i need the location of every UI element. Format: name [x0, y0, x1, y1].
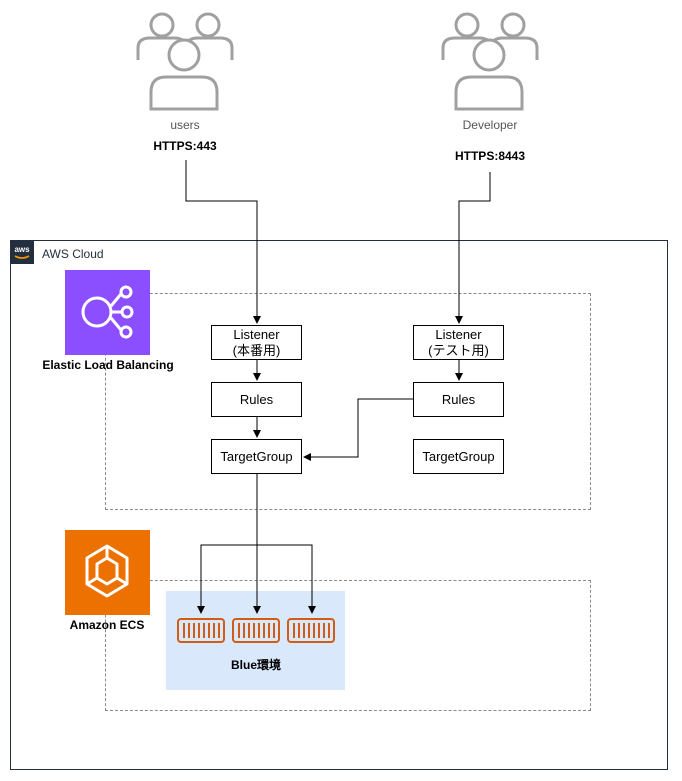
svg-text:aws: aws: [14, 245, 30, 254]
container-icon: [232, 618, 280, 643]
developer-protocol: HTTPS:8443: [454, 149, 526, 163]
container-icon: [287, 618, 335, 643]
developer-group-icon: [441, 12, 539, 111]
aws-cloud-title: AWS Cloud: [42, 247, 104, 261]
target-group-green: TargetGroup: [413, 439, 504, 474]
amazon-ecs-icon: [65, 530, 150, 615]
container-icon: [177, 618, 225, 643]
rules-production: Rules: [211, 382, 302, 417]
ecs-label: Amazon ECS: [69, 618, 145, 632]
elb-label: Elastic Load Balancing: [42, 358, 174, 372]
users-group-icon: [136, 12, 234, 111]
aws-logo-icon: aws: [10, 240, 34, 264]
users-label: users: [170, 118, 200, 132]
rules-test: Rules: [413, 382, 504, 417]
target-group-blue: TargetGroup: [211, 439, 302, 474]
listener-production: Listener (本番用): [211, 325, 302, 360]
ecs-group: [105, 580, 591, 711]
users-protocol: HTTPS:443: [153, 139, 217, 153]
developer-label: Developer: [462, 118, 518, 132]
listener-test: Listener (テスト用): [413, 325, 504, 360]
elastic-load-balancing-icon: [65, 270, 150, 355]
blue-environment-label: Blue環境: [230, 658, 281, 672]
aws-cloud-group: [10, 240, 668, 770]
elb-group: [105, 293, 591, 510]
